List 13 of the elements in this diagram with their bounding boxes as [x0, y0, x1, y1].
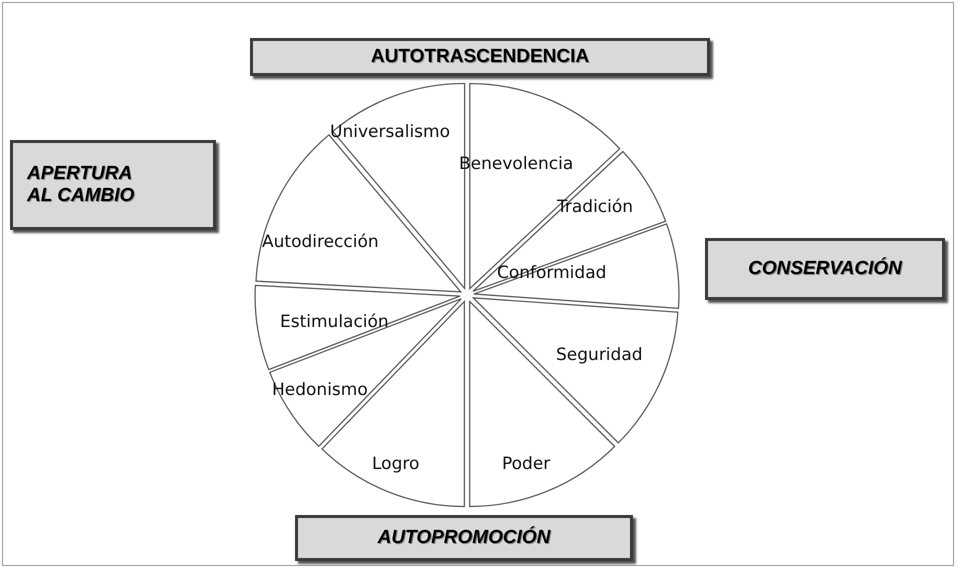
pie-slice	[268, 297, 463, 448]
value-label: Logro	[372, 454, 420, 474]
category-box: AUTOPROMOCIÓN	[295, 515, 633, 561]
pie-slice	[472, 296, 679, 444]
value-label: Estimulación	[280, 312, 389, 332]
value-label: Poder	[502, 454, 550, 474]
pie-slice	[254, 284, 462, 371]
value-label: Seguridad	[556, 345, 643, 365]
value-label: Autodirección	[262, 232, 379, 252]
category-box: APERTURA AL CAMBIO	[10, 140, 216, 230]
category-box: AUTOTRASCENDENCIA	[250, 38, 710, 76]
category-box: CONSERVACIÓN	[705, 238, 945, 300]
pie-slice	[472, 222, 680, 310]
